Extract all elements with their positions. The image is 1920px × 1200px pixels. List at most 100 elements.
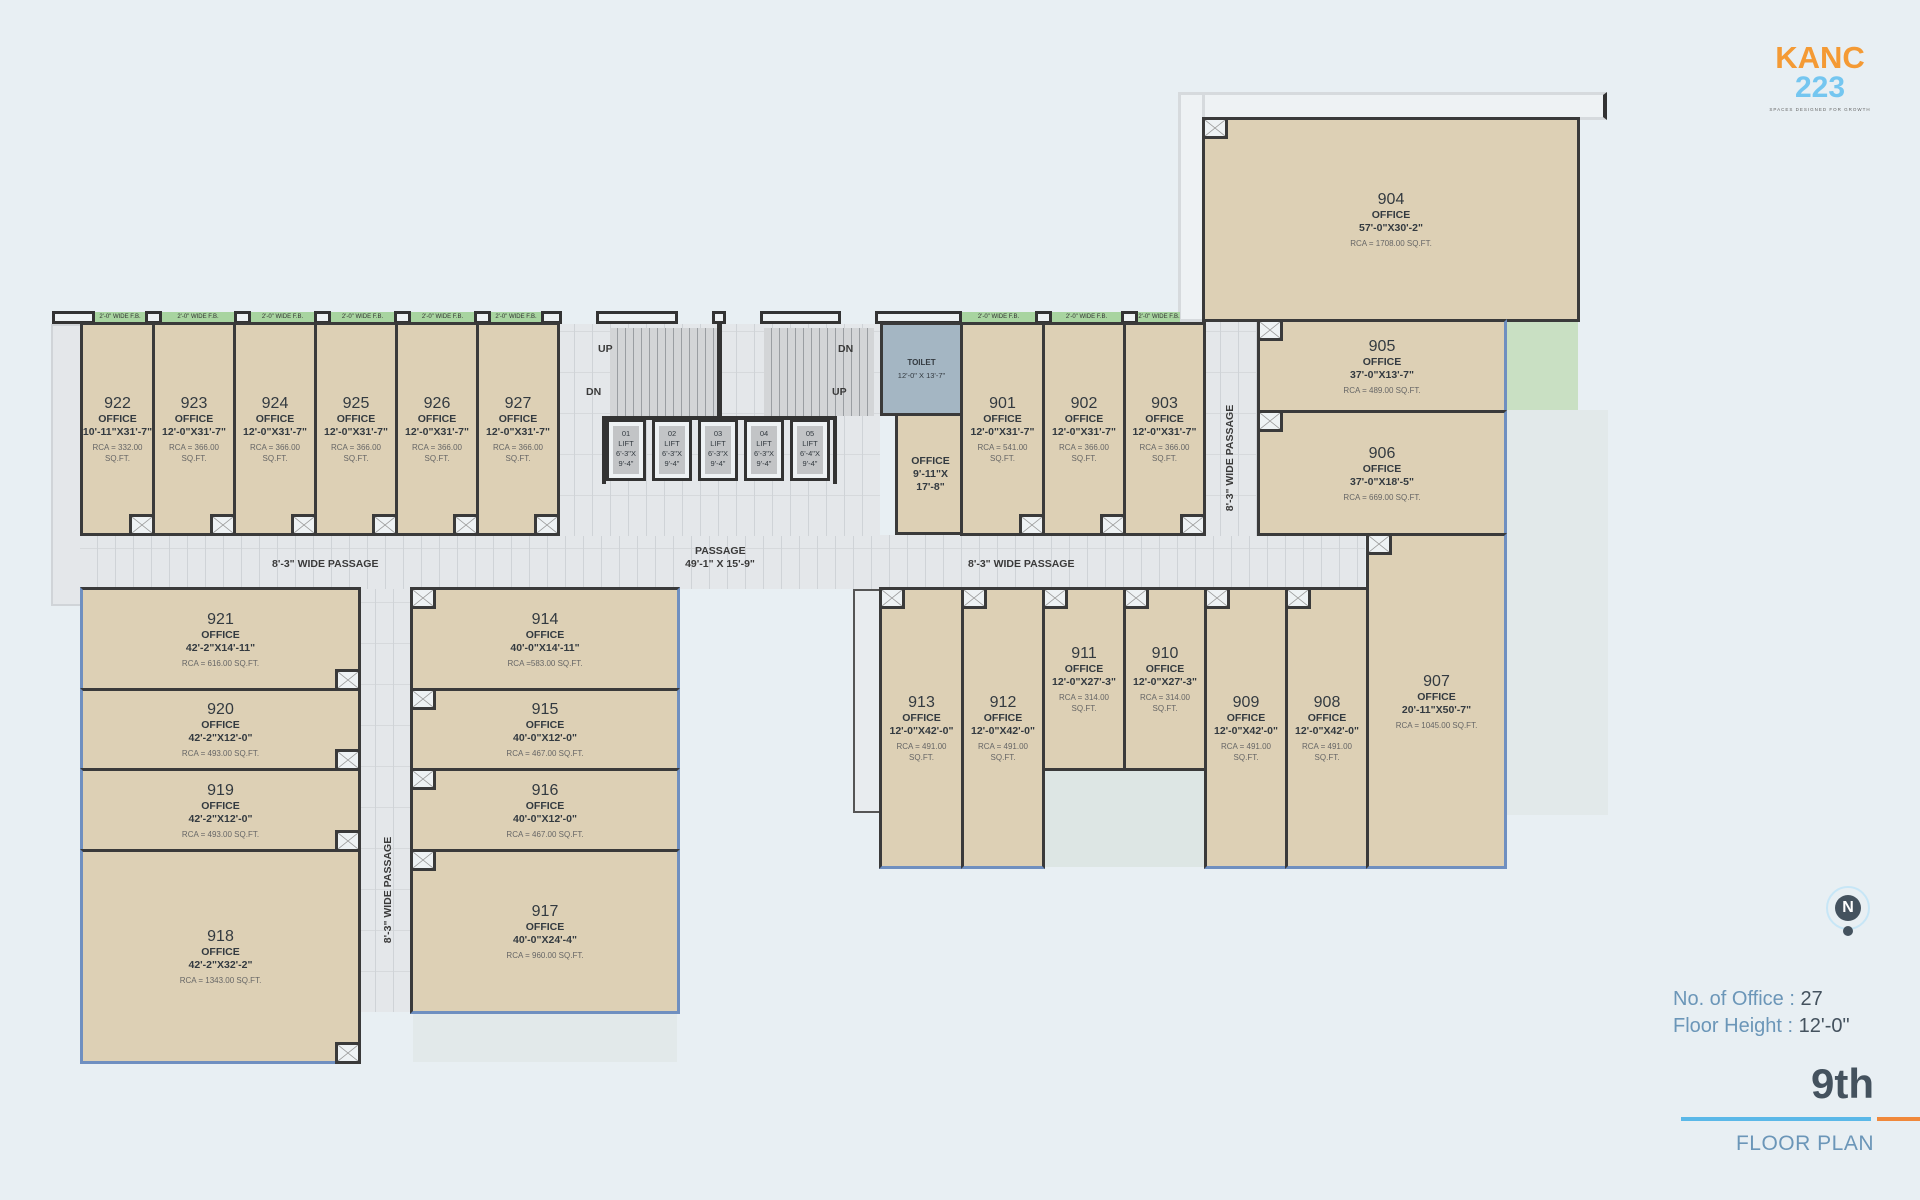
green-terrace — [1504, 320, 1578, 410]
office-unit-924[interactable]: 924 OFFICE 12'-0"X31'-7" RCA = 366.00 SQ… — [233, 322, 317, 536]
unit-dimensions: 40'-0"X14'-11" — [510, 641, 580, 654]
office-unit-914[interactable]: 914 OFFICE 40'-0"X14'-11" RCA =583.00 SQ… — [410, 587, 680, 691]
unit-dimensions: 10'-11"X31'-7" — [82, 426, 153, 438]
unit-dimensions: 12'-0"X42'-0" — [1295, 725, 1359, 737]
unit-number: 919 — [207, 781, 234, 799]
unit-number: 927 — [504, 395, 532, 412]
unit-number: 906 — [1368, 444, 1396, 462]
toilet[interactable]: TOILET 12'-0" X 13'-7" — [880, 322, 963, 416]
unit-area: RCA = 491.00 SQ.FT. — [977, 742, 1029, 762]
office-unit-913[interactable]: 913 OFFICE 12'-0"X42'-0" RCA = 491.00 SQ… — [879, 587, 964, 869]
office-unit-921[interactable]: 921 OFFICE 42'-2"X14'-11" RCA = 616.00 S… — [80, 587, 361, 691]
door-icon — [410, 768, 436, 790]
main-passage — [80, 535, 1365, 589]
outline-left — [51, 324, 81, 606]
door-icon — [534, 514, 560, 536]
office-unit-926[interactable]: 926 OFFICE 12'-0"X31'-7" RCA = 366.00 SQ… — [395, 322, 479, 536]
unit-area: RCA = 491.00 SQ.FT. — [1301, 742, 1353, 762]
unit-type: OFFICE — [1362, 355, 1402, 368]
unit-type: OFFICE — [98, 413, 137, 425]
office-unit-922[interactable]: 922 OFFICE 10'-11"X31'-7" RCA = 332.00 S… — [80, 322, 155, 536]
office-count: No. of Office : 27 — [1673, 988, 1823, 1010]
unit-area: RCA = 366.00 SQ.FT. — [411, 443, 463, 463]
stair-label-dn: DN — [838, 343, 854, 355]
unit-dimensions: 12'-0"X31'-7" — [324, 426, 388, 438]
unit-number: 904 — [1377, 191, 1405, 208]
passage-label-vertical-right: 8'-3" WIDE PASSAGE — [1224, 404, 1236, 512]
core-wall — [717, 322, 722, 418]
unit-dimensions: 12'-0"X31'-7" — [405, 426, 469, 438]
door-icon — [410, 688, 436, 710]
office-unit-902[interactable]: 902 OFFICE 12'-0"X31'-7" RCA = 366.00 SQ… — [1042, 322, 1126, 536]
door-icon — [1366, 533, 1392, 555]
unit-dimensions: 12'-0"X31'-7" — [1052, 426, 1116, 438]
passage-label-right: 8'-3" WIDE PASSAGE — [968, 558, 1075, 570]
unit-number: 905 — [1368, 337, 1396, 355]
office-unit-918[interactable]: 918 OFFICE 42'-2"X32'-2" RCA = 1343.00 S… — [80, 849, 361, 1064]
unit-area: RCA = 541.00 SQ.FT. — [977, 443, 1028, 463]
office-unit-903[interactable]: 903 OFFICE 12'-0"X31'-7" RCA = 366.00 SQ… — [1123, 322, 1206, 536]
unit-type: OFFICE — [201, 628, 240, 641]
unit-number: 911 — [1071, 645, 1097, 662]
unit-type: OFFICE — [201, 719, 240, 731]
outline-top-right-side — [1178, 92, 1205, 322]
unit-area: RCA = 669.00 SQ.FT. — [1343, 492, 1421, 502]
unit-type: OFFICE — [525, 628, 565, 641]
unit-type: OFFICE — [255, 413, 295, 425]
office-unit-925[interactable]: 925 OFFICE 12'-0"X31'-7" RCA = 366.00 SQ… — [314, 322, 398, 536]
unit-type: OFFICE — [983, 712, 1023, 724]
office-unit-916[interactable]: 916 OFFICE 40'-0"X12'-0" RCA = 467.00 SQ… — [410, 768, 680, 852]
unit-area: RCA = 366.00 SQ.FT. — [249, 443, 301, 463]
office-unit-905[interactable]: 905 OFFICE 37'-0"X13'-7" RCA = 489.00 SQ… — [1257, 319, 1507, 413]
office-unit-927[interactable]: 927 OFFICE 12'-0"X31'-7" RCA = 366.00 SQ… — [476, 322, 560, 536]
unit-dimensions: 57'-0"X30'-2" — [1359, 222, 1423, 234]
unit-area: RCA = 960.00 SQ.FT. — [506, 951, 584, 960]
unit-dimensions: 42'-2"X14'-11" — [185, 641, 256, 654]
office-small[interactable]: OFFICE 9'-11"X 17'-8" — [895, 413, 963, 535]
unit-area: RCA = 314.00 SQ.FT. — [1139, 693, 1191, 713]
unit-type: OFFICE — [1307, 712, 1347, 724]
office-unit-920[interactable]: 920 OFFICE 42'-2"X12'-0" RCA = 493.00 SQ… — [80, 688, 361, 771]
office-unit-907[interactable]: 907 OFFICE 20'-11"X50'-7" RCA = 1045.00 … — [1366, 533, 1507, 869]
unit-dimensions: 42'-2"X12'-0" — [188, 812, 253, 825]
floor-plan-title: FLOOR PLAN — [1735, 1132, 1874, 1155]
unit-area: RCA = 1708.00 SQ.FT. — [1350, 239, 1432, 248]
unit-type: OFFICE — [1417, 690, 1456, 703]
unit-type: OFFICE — [417, 413, 457, 425]
door-icon — [1257, 410, 1283, 432]
unit-type: OFFICE — [201, 799, 240, 812]
office-unit-919[interactable]: 919 OFFICE 42'-2"X12'-0" RCA = 493.00 SQ… — [80, 768, 361, 852]
office-unit-923[interactable]: 923 OFFICE 12'-0"X31'-7" RCA = 366.00 SQ… — [152, 322, 236, 536]
office-unit-915[interactable]: 915 OFFICE 40'-0"X12'-0" RCA = 467.00 SQ… — [410, 688, 680, 771]
office-unit-909[interactable]: 909 OFFICE 12'-0"X42'-0" RCA = 491.00 SQ… — [1204, 587, 1288, 869]
office-unit-910[interactable]: 910 OFFICE 12'-0"X27'-3" RCA = 314.00 SQ… — [1123, 587, 1207, 771]
unit-number: 914 — [531, 610, 559, 628]
unit-dimensions: 12'-0"X31'-7" — [1132, 426, 1197, 438]
unit-number: 910 — [1151, 645, 1179, 662]
unit-number: 917 — [531, 903, 559, 920]
unit-dimensions: 40'-0"X24'-4" — [513, 934, 577, 946]
unit-area: RCA = 489.00 SQ.FT. — [1343, 385, 1421, 395]
office-unit-917[interactable]: 917 OFFICE 40'-0"X24'-4" RCA = 960.00 SQ… — [410, 849, 680, 1014]
unit-dimensions: 12'-0"X42'-0" — [889, 725, 954, 737]
unit-type: OFFICE — [201, 946, 240, 958]
unit-area: RCA = 491.00 SQ.FT. — [1220, 742, 1272, 762]
unit-type: OFFICE — [1362, 462, 1402, 475]
office-unit-906[interactable]: 906 OFFICE 37'-0"X18'-5" RCA = 669.00 SQ… — [1257, 410, 1507, 536]
unit-type: OFFICE — [902, 712, 941, 724]
unit-area: RCA = 1045.00 SQ.FT. — [1395, 720, 1478, 730]
unit-number: 907 — [1423, 672, 1450, 690]
office-unit-911[interactable]: 911 OFFICE 12'-0"X27'-3" RCA = 314.00 SQ… — [1042, 587, 1126, 771]
floor-height: Floor Height : 12'-0" — [1673, 1015, 1850, 1037]
office-unit-904[interactable]: 904 OFFICE 57'-0"X30'-2" RCA = 1708.00 S… — [1202, 117, 1580, 322]
office-unit-901[interactable]: 901 OFFICE 12'-0"X31'-7" RCA = 541.00 SQ… — [960, 322, 1045, 536]
stair-label-up: UP — [832, 386, 847, 398]
unit-type: OFFICE — [983, 413, 1022, 425]
office-unit-912[interactable]: 912 OFFICE 12'-0"X42'-0" RCA = 491.00 SQ… — [961, 587, 1045, 869]
door-icon — [1202, 117, 1228, 139]
office-unit-908[interactable]: 908 OFFICE 12'-0"X42'-0" RCA = 491.00 SQ… — [1285, 587, 1369, 869]
open-area-bottom — [413, 1012, 677, 1062]
unit-number: 923 — [180, 395, 208, 412]
door-icon — [1123, 587, 1149, 609]
